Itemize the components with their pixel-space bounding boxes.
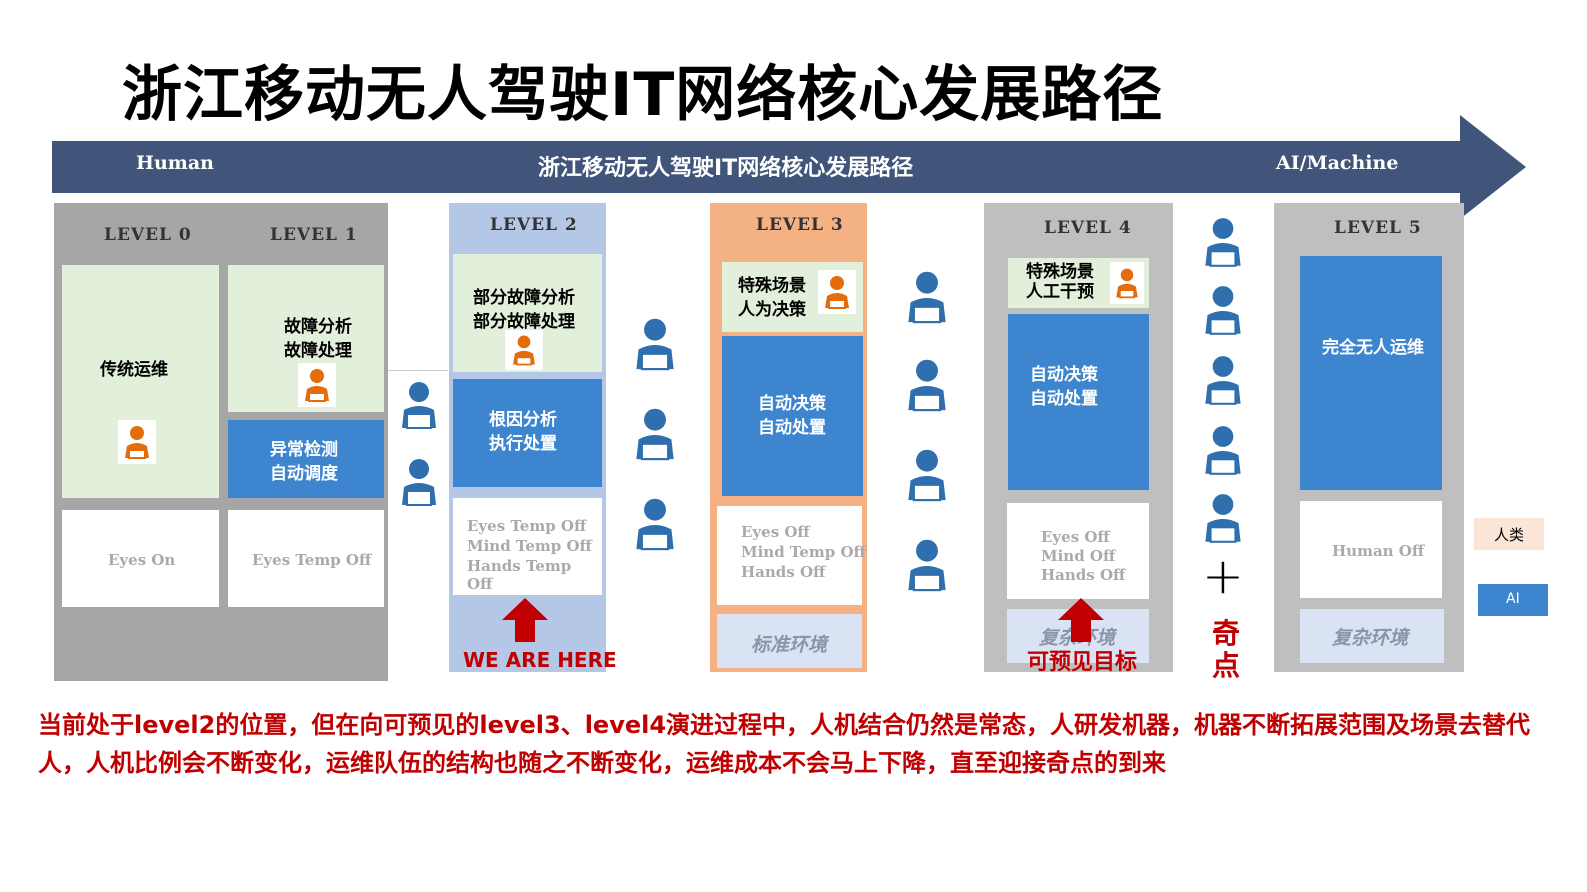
level4-task-box: 特殊场景 人工干预: [1008, 258, 1149, 308]
level4-task-line2: 人工干预: [1026, 282, 1094, 302]
level4-eyes-line2: Mind Off: [1041, 547, 1116, 565]
level5-eyes-text: Human Off: [1332, 542, 1425, 560]
worker-icon: [1200, 282, 1246, 340]
level3-eyes-box: Eyes Off Mind Temp Off Hands Off: [717, 506, 866, 605]
level2-eyes-line3: Hands Temp: [467, 557, 572, 575]
worker-icon: [1200, 352, 1246, 410]
summary-text: 当前处于level2的位置，但在向可预见的level3、level4演进过程中，…: [38, 711, 1531, 777]
foreseeable-goal-label: 可预见目标: [1027, 650, 1138, 675]
level1-task-box: 故障分析 故障处理: [228, 265, 384, 412]
plus-icon: +: [1202, 547, 1244, 605]
legend-human-label: 人类: [1494, 526, 1525, 544]
up-arrow-icon: [500, 596, 550, 644]
level5-ai-text: 完全无人运维: [1322, 338, 1424, 358]
worker-icon: [398, 455, 440, 511]
level2-label: LEVEL 2: [490, 215, 578, 235]
level2-eyes-line2: Mind Temp Off: [467, 537, 592, 555]
worker-icon: [632, 310, 678, 380]
human-icon: [1110, 262, 1144, 304]
human-icon: [298, 363, 336, 407]
level0-task-text: 传统运维: [100, 360, 168, 380]
up-arrow-icon: [1056, 596, 1106, 644]
level1-eyes-text: Eyes Temp Off: [252, 551, 372, 569]
singularity-char1: 奇: [1212, 617, 1241, 650]
level5-eyes-box: Human Off: [1300, 501, 1442, 598]
arrow-center-label: 浙江移动无人驾驶IT网络核心发展路径: [538, 156, 914, 181]
level1-label: LEVEL 1: [270, 225, 358, 245]
arrow-left-label: Human: [136, 152, 214, 174]
level3-ai-line2: 自动处置: [758, 418, 826, 438]
worker-icon: [904, 350, 950, 422]
level4-ai-line1: 自动决策: [1030, 365, 1098, 385]
level3-task-box: 特殊场景 人为决策: [722, 262, 863, 332]
worker-icon: [904, 530, 950, 602]
progress-arrow-head: [1460, 115, 1526, 219]
legend-ai-label: AI: [1506, 591, 1520, 607]
divider: [388, 370, 448, 371]
human-icon: [505, 330, 543, 370]
worker-icon: [1200, 422, 1246, 480]
level2-ai-line2: 执行处置: [489, 434, 557, 454]
worker-icon: [904, 440, 950, 512]
progress-arrow-bar: [52, 141, 1462, 193]
level2-eyes-box: Eyes Temp Off Mind Temp Off Hands Temp O…: [453, 498, 602, 595]
level2-ai-box: 根因分析 执行处置: [453, 379, 602, 487]
level2-task-line2: 部分故障处理: [473, 312, 575, 332]
level1-ai-line2: 自动调度: [270, 464, 338, 484]
level3-task-line1: 特殊场景: [738, 276, 806, 296]
level4-eyes-line3: Hands Off: [1041, 566, 1126, 584]
level3-env-box: 标准环境: [717, 614, 862, 668]
page-title: 浙江移动无人驾驶IT网络核心发展路径: [122, 60, 1164, 130]
level1-ai-line1: 异常检测: [270, 440, 338, 460]
singularity-char2: 点: [1212, 649, 1241, 682]
level3-env-text: 标准环境: [751, 634, 828, 656]
level3-task-line2: 人为决策: [738, 300, 806, 320]
level2-task-line1: 部分故障分析: [473, 288, 575, 308]
worker-icon: [632, 490, 678, 560]
level4-eyes-box: Eyes Off Mind Off Hands Off: [1007, 503, 1149, 599]
worker-icon: [632, 400, 678, 470]
level4-eyes-line1: Eyes Off: [1041, 528, 1110, 546]
level0-eyes-box: Eyes On: [62, 510, 219, 607]
level3-eyes-line1: Eyes Off: [741, 523, 810, 541]
level1-ai-box: 异常检测 自动调度: [228, 420, 384, 498]
level5-env-box: 复杂环境: [1300, 609, 1444, 663]
level5-label: LEVEL 5: [1334, 218, 1422, 238]
level4-label: LEVEL 4: [1044, 218, 1132, 238]
level1-task-line2: 故障处理: [284, 341, 352, 361]
level0-label: LEVEL 0: [104, 225, 192, 245]
level3-eyes-line2: Mind Temp Off: [741, 543, 866, 561]
level1-eyes-box: Eyes Temp Off: [228, 510, 384, 607]
level0-task-box: 传统运维: [62, 265, 219, 498]
level2-eyes-line1: Eyes Temp Off: [467, 517, 587, 535]
worker-icon: [1200, 214, 1246, 272]
worker-icon: [1200, 490, 1246, 548]
human-icon: [118, 420, 156, 464]
level3-eyes-line3: Hands Off: [741, 563, 826, 581]
level4-task-line1: 特殊场景: [1026, 262, 1094, 282]
level3-ai-box: 自动决策 自动处置: [722, 336, 863, 496]
level3-ai-line1: 自动决策: [758, 394, 826, 414]
level2-ai-line1: 根因分析: [489, 410, 557, 430]
level5-env-text: 复杂环境: [1332, 627, 1409, 649]
level3-label: LEVEL 3: [756, 215, 844, 235]
arrow-right-label: AI/Machine: [1276, 152, 1399, 174]
human-icon: [818, 270, 856, 314]
legend-ai: AI: [1478, 584, 1548, 616]
level4-ai-line2: 自动处置: [1030, 389, 1098, 409]
level2-task-box: 部分故障分析 部分故障处理: [453, 254, 602, 372]
level4-ai-box: 自动决策 自动处置: [1008, 314, 1149, 490]
level1-task-line1: 故障分析: [284, 317, 352, 337]
level2-eyes-line4: Off: [467, 575, 493, 593]
legend-human: 人类: [1474, 518, 1544, 550]
level0-eyes-text: Eyes On: [108, 551, 176, 569]
worker-icon: [904, 262, 950, 334]
worker-icon: [398, 378, 440, 434]
level5-ai-box: 完全无人运维: [1300, 256, 1442, 490]
we-are-here-label: WE ARE HERE: [463, 648, 617, 672]
